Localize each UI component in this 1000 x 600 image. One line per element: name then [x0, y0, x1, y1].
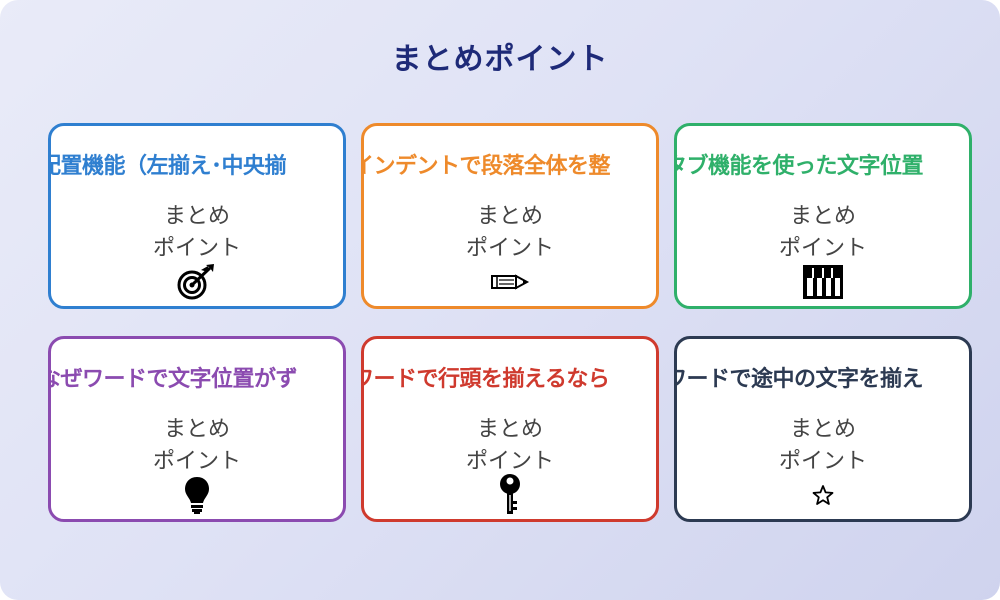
- card-label-line2: ポイント: [778, 236, 867, 261]
- card-label-line1: まとめ: [476, 417, 543, 442]
- card-heading: ワードで行頭を揃えるなら: [361, 367, 610, 392]
- star-icon: [677, 475, 969, 515]
- summary-card-alignment[interactable]: 配置機能（左揃え･中央揃 まとめ ポイント: [48, 123, 346, 309]
- card-label-line1: まとめ: [789, 417, 856, 442]
- summary-card-indent[interactable]: インデントで段落全体を整 まとめ ポイント: [361, 123, 659, 309]
- page-title: まとめポイント: [391, 42, 609, 77]
- card-heading: ワードで途中の文字を揃え: [674, 367, 924, 392]
- lightbulb-icon: [51, 475, 343, 515]
- card-label-line2: ポイント: [152, 449, 241, 474]
- target-icon: [51, 262, 343, 302]
- card-label-line2: ポイント: [152, 236, 241, 261]
- card-heading: タブ機能を使った文字位置: [674, 154, 924, 179]
- card-heading: 配置機能（左揃え･中央揃: [48, 154, 287, 179]
- summary-card-why-misaligned[interactable]: なぜワードで文字位置がず まとめ ポイント: [48, 336, 346, 522]
- pencil-icon: [364, 262, 656, 302]
- card-label-line1: まとめ: [789, 204, 856, 229]
- card-label-line1: まとめ: [163, 417, 230, 442]
- card-label-line2: ポイント: [778, 449, 867, 474]
- summary-card-mid-text[interactable]: ワードで途中の文字を揃え まとめ ポイント: [674, 336, 972, 522]
- card-label-line2: ポイント: [465, 449, 554, 474]
- key-icon: [364, 474, 656, 515]
- card-label-line1: まとめ: [476, 204, 543, 229]
- card-heading: なぜワードで文字位置がず: [48, 367, 298, 392]
- card-label-line1: まとめ: [163, 204, 230, 229]
- card-heading: インデントで段落全体を整: [361, 154, 611, 179]
- summary-card-tab[interactable]: タブ機能を使った文字位置 まとめ ポイント: [674, 123, 972, 309]
- summary-card-line-start[interactable]: ワードで行頭を揃えるなら まとめ ポイント: [361, 336, 659, 522]
- card-label-line2: ポイント: [465, 236, 554, 261]
- piano-keys-icon: [677, 262, 969, 302]
